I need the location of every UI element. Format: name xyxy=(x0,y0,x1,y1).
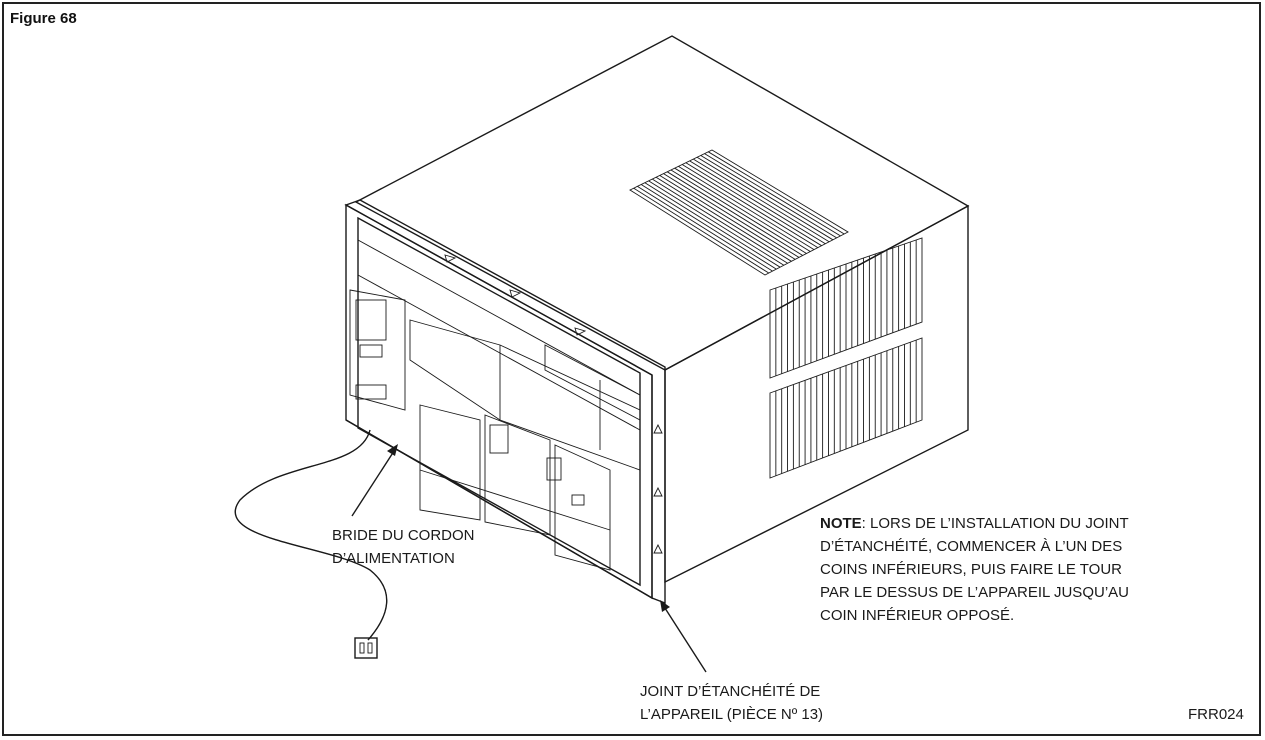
power-plug-icon xyxy=(354,637,378,659)
vent-slat xyxy=(689,160,826,245)
vent-slat xyxy=(704,153,841,237)
note-prefix: NOTE xyxy=(820,515,862,532)
vent-slat xyxy=(640,184,777,270)
vent-slat xyxy=(700,155,837,239)
power-cord xyxy=(234,429,388,659)
vent-slat xyxy=(685,162,822,247)
chassis-interior xyxy=(349,239,641,571)
vent-slat xyxy=(681,164,819,249)
vent-slat xyxy=(644,182,781,268)
cord-clamp-label: BRIDE DU CORDON D’ALIMENTATION xyxy=(332,527,475,567)
figure-code: FRR024 xyxy=(1188,706,1244,723)
side-louvers-lower xyxy=(769,337,923,479)
vent-slat xyxy=(652,178,788,264)
vent-slat xyxy=(648,180,785,266)
vent-slat xyxy=(696,156,834,241)
vent-slat xyxy=(667,171,803,256)
vent-slat xyxy=(670,169,807,254)
gasket-label: JOINT D’ÉTANCHÉITÉ DE L’APPAREIL (PIÈCE … xyxy=(640,683,824,723)
vent-slat xyxy=(633,187,770,274)
vent-slat xyxy=(678,165,815,250)
vent-slat xyxy=(663,173,800,258)
installation-note: NOTE: LORS DE L’INSTALLATION DU JOINT D’… xyxy=(820,515,1129,624)
vent-slat xyxy=(693,158,830,243)
vent-slat xyxy=(708,151,845,235)
cord-clamp-leader xyxy=(351,444,398,517)
top-vent-grille xyxy=(629,149,849,276)
vent-slat xyxy=(659,175,796,260)
gasket-direction-arrows xyxy=(444,254,663,554)
cabinet-top xyxy=(354,35,970,371)
vent-slat xyxy=(674,167,811,252)
side-louvers-upper xyxy=(769,237,923,379)
gasket-leader xyxy=(660,600,707,673)
vent-slat xyxy=(655,176,792,262)
figure-title: Figure 68 xyxy=(10,10,77,27)
vent-slat xyxy=(637,185,773,272)
